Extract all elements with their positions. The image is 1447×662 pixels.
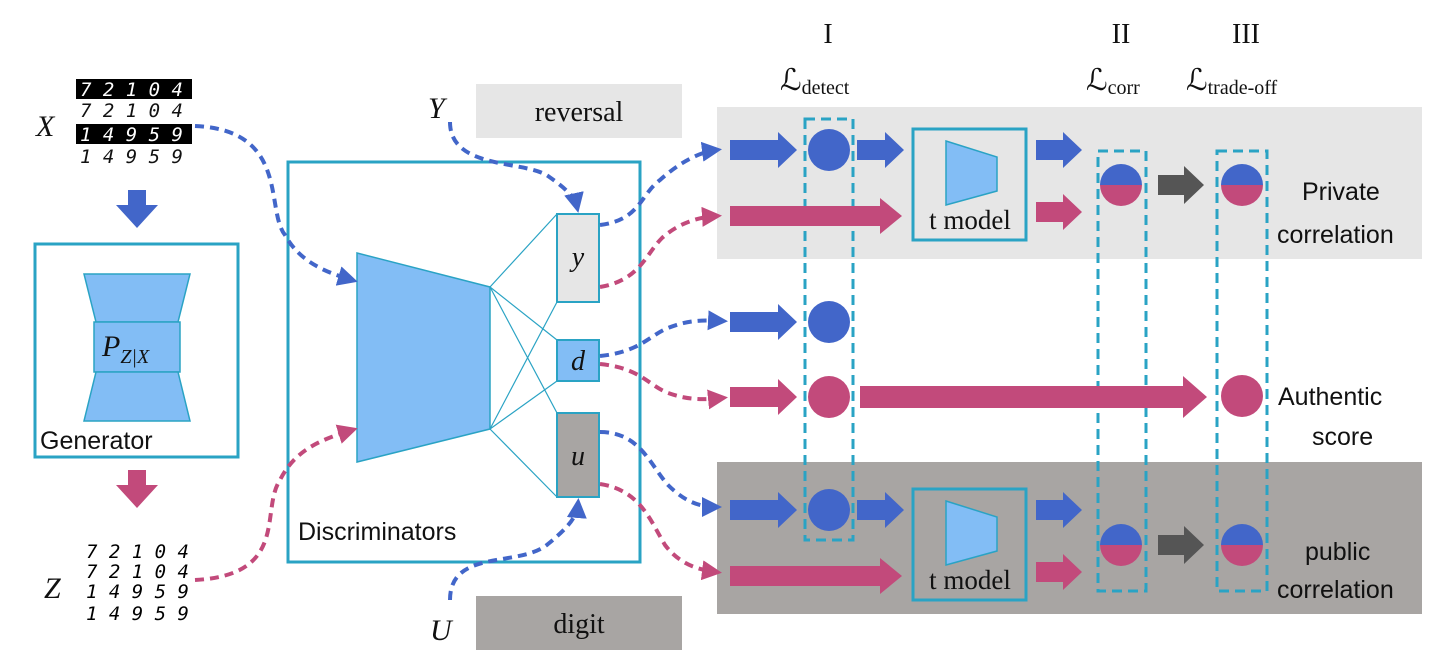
y-head-blue-out xyxy=(599,141,722,227)
public-task-model-label: t model xyxy=(929,565,1011,595)
generator-distribution: PZ|X xyxy=(101,330,150,368)
generator-title: Generator xyxy=(40,427,153,455)
y-label: Y xyxy=(428,92,448,125)
public-detect-dot xyxy=(808,489,850,531)
loss-detect-label: ℒdetect xyxy=(780,64,850,99)
x-digits-row-2b: 1 4 9 5 9 xyxy=(80,146,183,168)
discriminator-trunk xyxy=(356,252,491,463)
head-d-label: d xyxy=(571,346,586,377)
private-corr-dot-split xyxy=(1100,164,1142,206)
loss-tradeoff-label: ℒtrade-off xyxy=(1186,64,1278,99)
stage-3-column xyxy=(1215,149,1269,593)
private-tradeoff-dot xyxy=(1221,164,1263,206)
public-pink-arrow-3 xyxy=(1036,554,1082,590)
stage-1-column-top xyxy=(803,117,855,542)
private-task-model-icon xyxy=(945,139,998,206)
digit-tag: digit xyxy=(553,609,605,640)
authentic-score-dot xyxy=(1221,375,1263,417)
arrow-x-to-generator xyxy=(116,190,158,228)
public-label-line2: correlation xyxy=(1277,576,1394,604)
private-blue-arrow-3 xyxy=(1036,132,1082,168)
public-tradeoff-dot xyxy=(1221,524,1263,566)
x-digits-row-1b: 7 2 1 0 4 xyxy=(80,100,183,122)
private-detect-dot xyxy=(808,129,850,171)
stage-2-column xyxy=(1096,149,1148,593)
public-dark-arrow xyxy=(1158,526,1204,564)
d-head-blue-out xyxy=(599,310,728,358)
x-label: X xyxy=(35,110,56,143)
authentic-label-line2: score xyxy=(1312,423,1373,451)
private-dark-arrow xyxy=(1158,166,1204,204)
private-task-model-label: t model xyxy=(929,205,1011,235)
z-digits-row-1b: 7 2 1 0 4 xyxy=(86,561,189,583)
reversal-tag: reversal xyxy=(535,97,624,128)
public-panel xyxy=(717,462,1422,614)
authentic-label-line1: Authentic xyxy=(1278,383,1382,411)
z-digits-row-1: 7 2 1 0 4 xyxy=(86,541,189,563)
head-u-label: u xyxy=(571,441,585,472)
stage-2-numeral: II xyxy=(1112,19,1131,50)
authentic-pink-arrow xyxy=(730,379,797,415)
u-head-blue-out xyxy=(599,430,722,517)
stage-3-numeral: III xyxy=(1232,19,1260,50)
y-to-head-curve xyxy=(448,121,584,213)
head-u-box xyxy=(556,412,600,498)
public-task-model-icon xyxy=(945,499,998,566)
head-y-label: y xyxy=(569,242,585,273)
z-to-discriminator-curve xyxy=(194,424,358,582)
x-digits-row-1: 7 2 1 0 4 xyxy=(80,79,183,101)
private-blue-arrow-2 xyxy=(857,132,904,168)
private-label-line2: correlation xyxy=(1277,221,1394,249)
z-digits-row-2b: 1 4 9 5 9 xyxy=(86,603,189,625)
digit-tag-box xyxy=(476,596,682,650)
public-corr-dot xyxy=(1100,524,1142,566)
loss-corr-label: ℒcorr xyxy=(1086,64,1140,99)
d-head-pink-out xyxy=(599,362,728,410)
private-blue-arrow-1 xyxy=(730,132,797,168)
authentic-blue-arrow xyxy=(730,304,797,340)
private-pink-long-arrow xyxy=(730,198,902,234)
u-label: U xyxy=(430,614,454,647)
head-y-box xyxy=(556,213,600,303)
z-digit-images: 7 2 1 0 4 7 2 1 0 4 1 4 9 5 9 1 4 9 5 9 xyxy=(86,541,189,625)
z-digits-row-2: 1 4 9 5 9 xyxy=(86,581,189,603)
x-digit-images: 7 2 1 0 4 7 2 1 0 4 1 4 9 5 9 1 4 9 5 9 xyxy=(76,79,192,168)
generator-autoencoder-icon xyxy=(83,273,191,422)
authentic-detect-dot-blue xyxy=(808,301,850,343)
u-to-head-curve xyxy=(448,498,587,601)
authentic-detect-dot-pink xyxy=(808,376,850,418)
y-head-pink-out xyxy=(599,206,722,289)
private-label-line1: Private xyxy=(1302,178,1380,206)
public-pink-long-arrow xyxy=(730,558,902,594)
x-digits-row-2: 1 4 9 5 9 xyxy=(80,124,183,146)
private-pink-arrow-3 xyxy=(1036,194,1082,230)
discriminators-title: Discriminators xyxy=(298,518,456,546)
discriminator-fanout-lines xyxy=(489,213,558,498)
public-label-line1: public xyxy=(1305,538,1370,566)
public-blue-arrow-3 xyxy=(1036,492,1082,528)
authentic-long-arrow xyxy=(860,376,1207,418)
public-blue-arrow-1 xyxy=(730,492,797,528)
stage-1-numeral: I xyxy=(823,19,832,50)
z-label: Z xyxy=(44,572,61,605)
reversal-tag-box xyxy=(476,84,682,138)
head-d-box xyxy=(556,339,600,382)
public-blue-arrow-2 xyxy=(857,492,904,528)
arrow-generator-to-z xyxy=(116,470,158,508)
